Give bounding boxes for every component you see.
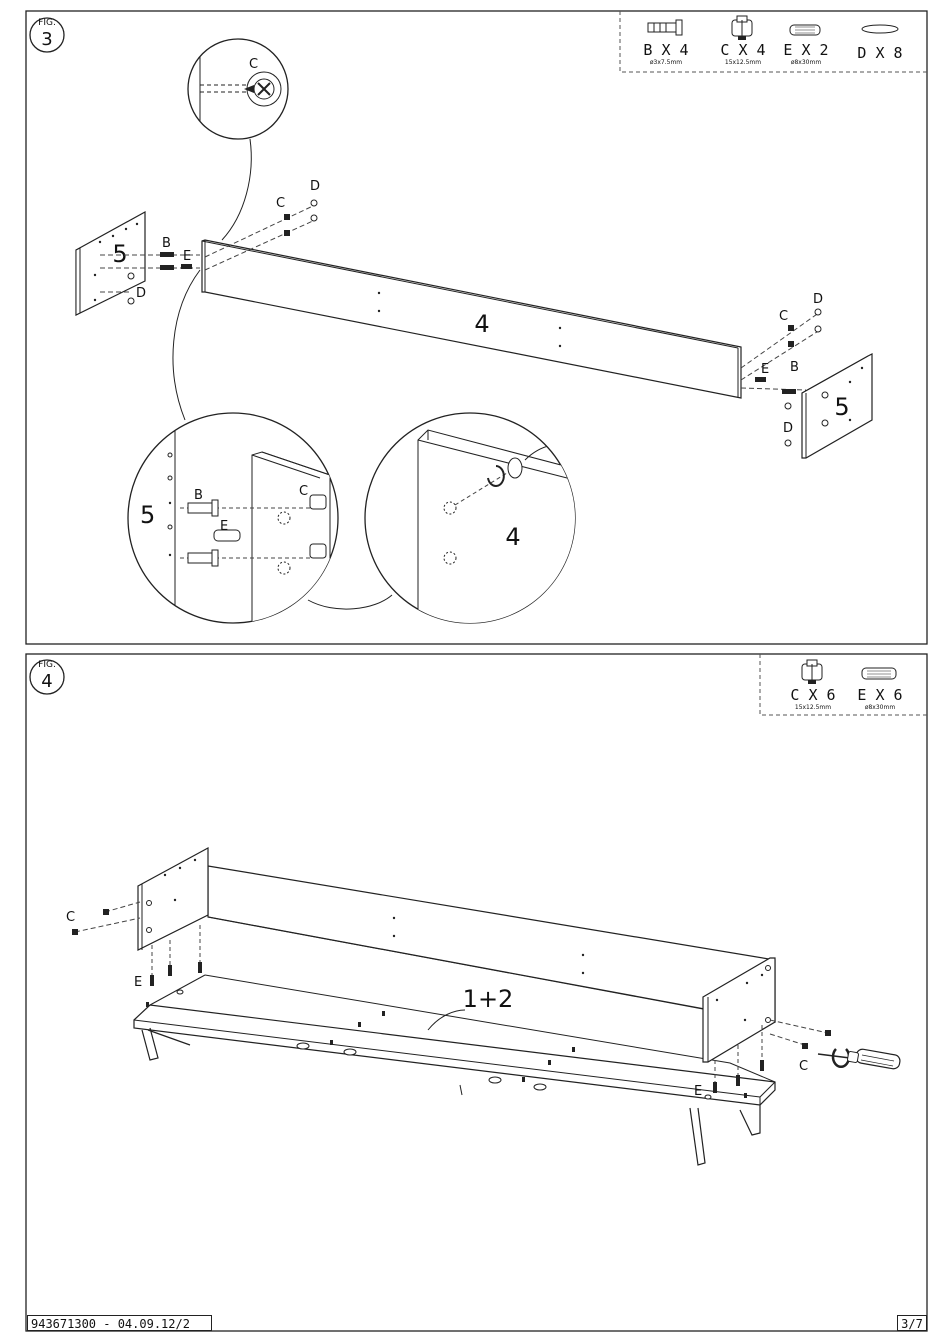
detail-label-c: C <box>249 57 258 72</box>
detail-circle-right: 4 <box>364 412 576 624</box>
panel-label-5-right: 5 <box>834 393 849 421</box>
panel-label-5-left: 5 <box>112 240 127 268</box>
label-d-top-left: D <box>310 179 320 194</box>
part-b-label: B X 4 <box>643 41 688 59</box>
label-d-left: D <box>136 286 146 301</box>
detail-left-label-e: E <box>220 519 228 534</box>
detail-left-label-5: 5 <box>140 501 155 529</box>
page-number: 3/7 <box>897 1315 927 1331</box>
long-panel-4: 4 C D <box>201 179 742 399</box>
part-c-size: 15x12.5mm <box>795 704 831 711</box>
side-panel-left: 5 <box>75 210 146 316</box>
document-code: 943671300 - 04.09.12/2 <box>27 1315 212 1331</box>
base-assembly: 1+2 <box>133 974 776 1166</box>
figure-4-panel: FIG. 4 C X 6 15x12.5mm E X 6 ø8x30mm <box>25 653 928 1332</box>
label-e-left: E <box>183 249 191 264</box>
assembly-label: 1+2 <box>463 985 514 1013</box>
right-fittings: C D E B D <box>740 292 823 447</box>
figure-3-panel: FIG. 3 B X 4 ø3x7.5mm C X 4 <box>25 10 928 645</box>
label-e-right: E <box>761 362 769 377</box>
cam-lock-icon <box>731 15 753 40</box>
side-panel-right: 5 <box>801 353 873 459</box>
part-e-label: E X 2 <box>783 41 828 59</box>
cap-icon <box>861 24 899 34</box>
label-b-left: B <box>162 236 171 251</box>
part-c-size: 15x12.5mm <box>725 59 761 66</box>
figure-3-parts-legend: B X 4 ø3x7.5mm C X 4 15x12.5mm E X 2 ø8x… <box>619 11 927 73</box>
label-c-top-left: C <box>276 196 285 211</box>
fig-word: FIG. <box>38 18 56 28</box>
fig-number: 4 <box>41 671 52 692</box>
figure-4-parts-legend: C X 6 15x12.5mm E X 6 ø8x30mm <box>759 654 927 716</box>
left-fittings: B E D <box>100 236 200 301</box>
part-d-label: D X 8 <box>857 44 902 62</box>
figure-4-badge: FIG. 4 <box>29 659 65 695</box>
part-b-size: ø3x7.5mm <box>650 59 682 66</box>
label-c-top-right: C <box>779 309 788 324</box>
cam-lock-icon <box>801 659 823 684</box>
fig-number: 3 <box>41 29 52 50</box>
label-c-left: C <box>66 910 75 925</box>
label-e-right: E <box>694 1084 702 1099</box>
part-c-label: C X 6 <box>790 686 835 704</box>
side-panel-right-fig4 <box>702 957 776 1063</box>
label-d-right: D <box>783 421 793 436</box>
part-e-size: ø8x30mm <box>791 59 822 66</box>
part-e-size: ø8x30mm <box>865 704 896 711</box>
figure-3-badge: FIG. 3 <box>29 17 65 53</box>
dowel-icon <box>789 24 821 36</box>
detail-left-label-b: B <box>194 488 203 503</box>
label-b-right: B <box>790 360 799 375</box>
side-panel-left-fig4 <box>137 846 209 951</box>
dowel-icon <box>861 667 897 680</box>
screwdriver-icon <box>817 1048 901 1070</box>
label-e-left: E <box>134 975 142 990</box>
bolt-icon <box>647 19 683 36</box>
detail-right-label-4: 4 <box>505 523 520 551</box>
part-e-label: E X 6 <box>857 686 902 704</box>
fig-word: FIG. <box>38 660 56 670</box>
label-d-top-right: D <box>813 292 823 307</box>
detail-circle-left: 5 B E C <box>127 412 339 624</box>
right-fittings-fig4: C E <box>694 1019 831 1099</box>
detail-circle-cam-top: C <box>187 38 289 241</box>
detail-left-label-c: C <box>299 484 308 499</box>
left-fittings-fig4: C E <box>66 901 202 990</box>
panel-label-4: 4 <box>474 310 489 338</box>
label-c-right: C <box>799 1059 808 1074</box>
part-c-label: C X 4 <box>720 41 765 59</box>
